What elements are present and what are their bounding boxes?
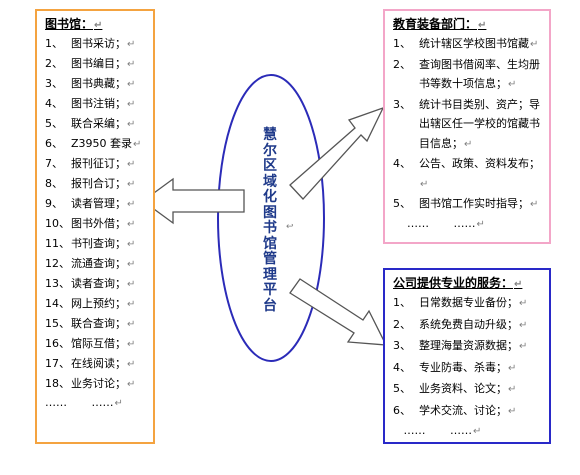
list-item: 3、整理海量资源数据；↵ bbox=[393, 339, 528, 352]
list-item: 11、书刊查询；↵ bbox=[45, 237, 136, 250]
return-mark: ↩ bbox=[286, 222, 294, 232]
education-title: 教育装备部门：↵ bbox=[393, 17, 487, 31]
paragraph-mark: ↵ bbox=[508, 79, 517, 90]
paragraph-mark: ↵ bbox=[127, 59, 136, 70]
paragraph-mark: ↵ bbox=[519, 319, 528, 331]
list-item: 5、业务资料、论文；↵ bbox=[393, 382, 517, 395]
paragraph-mark: ↵ bbox=[508, 384, 517, 395]
paragraph-mark: ↵ bbox=[530, 39, 539, 50]
list-item: 17、在线阅读；↵ bbox=[45, 357, 136, 370]
paragraph-mark: ↵ bbox=[133, 139, 142, 150]
paragraph-mark: ↵ bbox=[127, 299, 136, 310]
paragraph-mark: ↵ bbox=[127, 259, 136, 270]
list-item: 2、图书编目；↵ bbox=[45, 57, 136, 70]
list-item: 7、报刊征订；↵ bbox=[45, 157, 136, 170]
list-item: 18、业务讨论；↵ bbox=[45, 377, 136, 390]
paragraph-mark: ↵ bbox=[114, 398, 123, 409]
education-box: 教育装备部门：↵ 1、统计辖区学校图书馆藏↵ 2、查询图书借阅率、生均册书等数十… bbox=[383, 9, 551, 244]
list-item: 3、统计书目类别、资产；导出辖区任一学校的馆藏书目信息；↵ bbox=[393, 97, 540, 150]
paragraph-mark: ↵ bbox=[478, 20, 487, 31]
education-ellipsis: …… ……↵ bbox=[393, 216, 485, 230]
paragraph-mark: ↵ bbox=[127, 239, 136, 250]
list-item: 4、公告、政策、资料发布；↵ bbox=[393, 157, 540, 190]
company-title: 公司提供专业的服务：↵ bbox=[393, 276, 523, 290]
list-item: 10、图书外借；↵ bbox=[45, 217, 136, 230]
paragraph-mark: ↵ bbox=[127, 179, 136, 190]
paragraph-mark: ↵ bbox=[127, 279, 136, 290]
library-ellipsis: …… ……↵ bbox=[45, 396, 123, 409]
paragraph-mark: ↵ bbox=[508, 405, 517, 417]
paragraph-mark: ↵ bbox=[127, 39, 136, 50]
paragraph-mark: ↵ bbox=[464, 138, 473, 150]
platform-label: 慧尔区域化图书馆管理平台 bbox=[263, 127, 277, 314]
list-item: 14、网上预约；↵ bbox=[45, 297, 136, 310]
list-item: 5、图书馆工作实时指导；↵ bbox=[393, 197, 539, 210]
list-item: 2、查询图书借阅率、生均册书等数十项信息；↵ bbox=[393, 57, 540, 91]
paragraph-mark: ↵ bbox=[127, 159, 136, 170]
list-item: 6、学术交流、讨论；↵ bbox=[393, 403, 517, 417]
paragraph-mark: ↵ bbox=[127, 359, 136, 370]
list-item: 5、联合采编；↵ bbox=[45, 117, 136, 130]
arrow-to-company bbox=[289, 278, 388, 346]
list-item: 16、馆际互借；↵ bbox=[45, 337, 136, 350]
list-item: 15、联合查询；↵ bbox=[45, 317, 136, 330]
library-title: 图书馆：↵ bbox=[45, 17, 103, 31]
paragraph-mark: ↵ bbox=[476, 218, 485, 230]
list-item: 8、报刊合订；↵ bbox=[45, 177, 136, 190]
paragraph-mark: ↵ bbox=[127, 79, 136, 90]
paragraph-mark: ↵ bbox=[508, 362, 517, 374]
paragraph-mark: ↵ bbox=[472, 426, 482, 437]
library-box: 图书馆：↵ 1、图书采访；↵ 2、图书编目；↵ 3、图书典藏；↵ 4、图书注销；… bbox=[35, 9, 155, 444]
list-item: 4、图书注销；↵ bbox=[45, 97, 136, 110]
paragraph-mark: ↵ bbox=[127, 119, 136, 130]
list-item: 1、日常数据专业备份；↵ bbox=[393, 296, 528, 309]
company-list: 1、日常数据专业备份；↵ 2、系统免费自动升级；↵ 3、整理海量资源数据；↵ 4… bbox=[393, 293, 549, 422]
paragraph-mark: ↵ bbox=[94, 20, 103, 31]
paragraph-mark: ↵ bbox=[127, 319, 136, 330]
list-item: 2、系统免费自动升级；↵ bbox=[393, 317, 528, 331]
paragraph-mark: ↵ bbox=[127, 379, 136, 390]
paragraph-mark: ↵ bbox=[519, 341, 528, 352]
paragraph-mark: ↵ bbox=[420, 178, 429, 190]
library-list: 1、图书采访；↵ 2、图书编目；↵ 3、图书典藏；↵ 4、图书注销；↵ 5、联合… bbox=[45, 34, 153, 394]
paragraph-mark: ↵ bbox=[127, 339, 136, 350]
company-ellipsis: …… ……↵ bbox=[393, 424, 482, 437]
arrow-to-library bbox=[141, 177, 245, 225]
paragraph-mark: ↵ bbox=[530, 199, 539, 210]
paragraph-mark: ↵ bbox=[127, 99, 136, 110]
list-item: 1、统计辖区学校图书馆藏↵ bbox=[393, 37, 539, 50]
arrow-to-education bbox=[289, 106, 385, 200]
list-item: 1、图书采访；↵ bbox=[45, 37, 136, 50]
paragraph-mark: ↵ bbox=[519, 298, 528, 309]
paragraph-mark: ↵ bbox=[127, 199, 136, 210]
company-box: 公司提供专业的服务：↵ 1、日常数据专业备份；↵ 2、系统免费自动升级；↵ 3、… bbox=[383, 268, 551, 444]
paragraph-mark: ↵ bbox=[127, 219, 136, 230]
list-item: 4、专业防毒、杀毒；↵ bbox=[393, 360, 517, 374]
list-item: 9、读者管理；↵ bbox=[45, 197, 136, 210]
list-item: 12、流通查询；↵ bbox=[45, 257, 136, 270]
list-item: 6、Z3950 套录↵ bbox=[45, 137, 142, 150]
education-list: 1、统计辖区学校图书馆藏↵ 2、查询图书借阅率、生均册书等数十项信息；↵ 3、统… bbox=[393, 34, 549, 215]
list-item: 13、读者查询；↵ bbox=[45, 277, 136, 290]
list-item: 3、图书典藏；↵ bbox=[45, 77, 136, 90]
paragraph-mark: ↵ bbox=[514, 279, 523, 290]
